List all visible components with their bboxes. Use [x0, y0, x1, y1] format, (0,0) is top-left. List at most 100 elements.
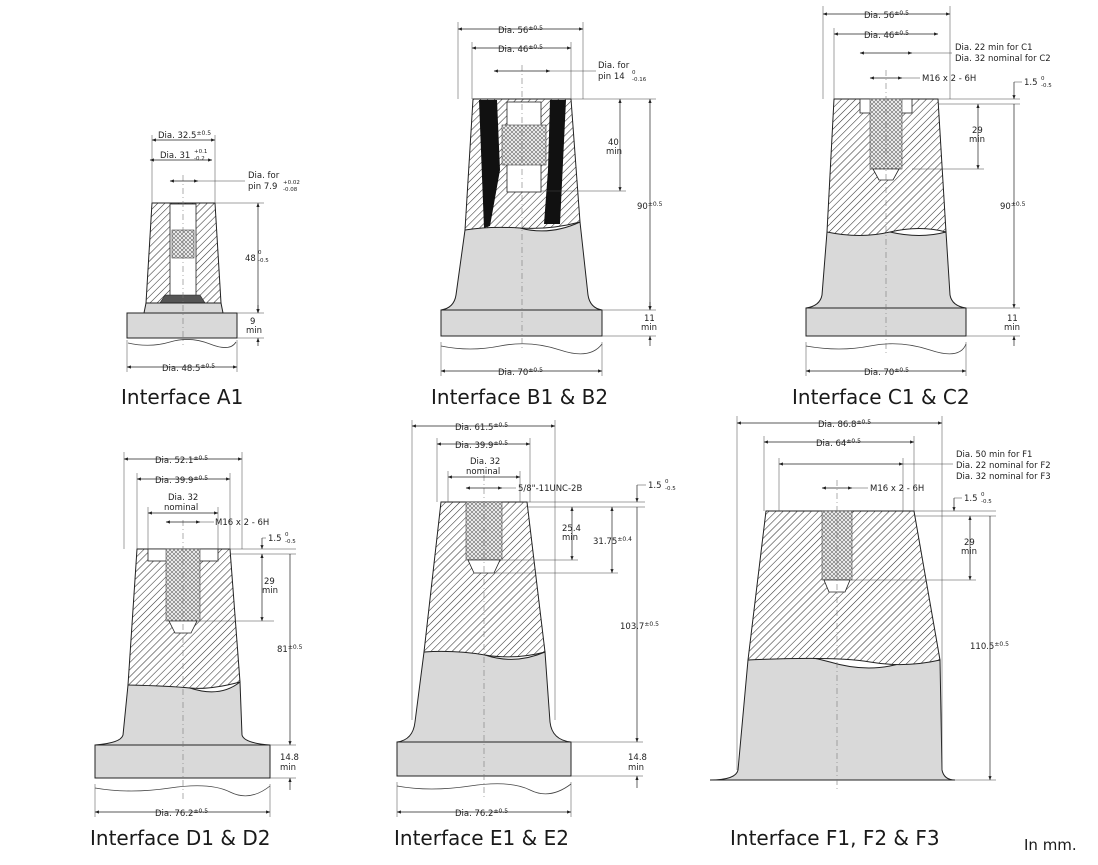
c1-height-tol: ±0.5: [1011, 201, 1026, 208]
e1-thread-spec: 5/8"-11UNC-2B: [518, 484, 582, 494]
b1-body-lower: [440, 221, 603, 311]
b1-pin-label-2: pin 14: [598, 72, 625, 82]
d1-break-line: [94, 785, 271, 797]
interface-c1-title: Interface C1 & C2: [792, 385, 970, 409]
svg-text:Dia. 70±0.5: Dia. 70±0.5: [864, 367, 909, 378]
b1-break-line: [440, 343, 603, 355]
a1-base-dia-tol: ±0.5: [200, 363, 215, 370]
e1-break-line: [396, 783, 572, 795]
e1-nominal-label: nominal: [466, 467, 500, 477]
b1-base-min: min: [641, 323, 657, 333]
f1-dia-outer-tol: ±0.5: [856, 419, 871, 426]
svg-text:Dia. 61.5±0.5: Dia. 61.5±0.5: [455, 422, 508, 433]
f1-note-1: Dia. 50 min for F1: [956, 450, 1032, 460]
e1-chamfer: 1.5: [648, 481, 662, 491]
e1-dia-outer: Dia. 61.5: [455, 423, 493, 433]
e1-height: 103.7: [620, 622, 644, 632]
svg-text:Dia. 64±0.5: Dia. 64±0.5: [816, 438, 861, 449]
b1-depth: 40: [608, 138, 619, 148]
a1-shoulder: [143, 302, 224, 314]
e1-chamfer-tol-up: 0: [665, 479, 669, 485]
d1-depth: 29: [264, 577, 275, 587]
svg-text:Dia. 70±0.5: Dia. 70±0.5: [498, 367, 543, 378]
b1-black-insert-left: [479, 100, 500, 228]
c1-dia-outer: Dia. 56: [864, 11, 894, 21]
f1-height-tol: ±0.5: [994, 641, 1009, 648]
b1-depth-min: min: [606, 147, 622, 157]
f1-dia-inner-tol: ±0.5: [846, 438, 861, 445]
b1-pin-tol-up: 0: [632, 70, 636, 76]
interface-a1-title: Interface A1: [121, 385, 244, 409]
svg-text:Dia. 39.9±0.5: Dia. 39.9±0.5: [455, 440, 508, 451]
a1-dia-outer-tol: ±0.5: [196, 130, 211, 137]
f1-height: 110.5: [970, 642, 994, 652]
d1-chamfer: 1.5: [268, 534, 282, 544]
interface-c1: Dia. 56 ±0.5 Dia. 46±0.5 Dia. 22 min for …: [805, 6, 1052, 378]
e1-height-tol: ±0.5: [644, 621, 659, 628]
svg-text:Dia. 46±0.5: Dia. 46±0.5: [864, 30, 909, 41]
c1-thread-spec: M16 x 2 - 6H: [922, 74, 976, 84]
a1-dia-outer: Dia. 32.5: [158, 131, 196, 141]
d1-depth-min: min: [262, 586, 278, 596]
svg-text:Dia. 31: Dia. 31: [160, 151, 190, 161]
interface-b1-title: Interface B1 & B2: [431, 385, 609, 409]
e1-chamfer-tol-dn: -0.5: [665, 486, 676, 492]
a1-pin-label-2: pin 7.9: [248, 182, 277, 192]
e1-dia-inner: Dia. 39.9: [455, 441, 493, 451]
d1-chamfer-tol-up: 0: [285, 532, 289, 538]
svg-text:Dia. 76.2±0.5: Dia. 76.2±0.5: [155, 808, 208, 819]
d1-thread-spec: M16 x 2 - 6H: [215, 518, 269, 528]
a1-base: [126, 312, 238, 339]
svg-text:Dia. 56±0.5: Dia. 56±0.5: [498, 25, 543, 36]
b1-black-insert-right: [544, 100, 566, 224]
b1-pin-label-1: Dia. for: [598, 61, 630, 71]
interface-d1-title: Interface D1 & D2: [90, 826, 271, 850]
f1-thread-spec: M16 x 2 - 6H: [870, 484, 924, 494]
b1-base-dia-tol: ±0.5: [528, 367, 543, 374]
d1-dia-inner-tol: ±0.5: [193, 475, 208, 482]
c1-note-1: Dia. 22 min for C1: [955, 43, 1033, 53]
svg-text:Dia. 52.1±0.5: Dia. 52.1±0.5: [155, 455, 208, 466]
e1-base-dia-tol: ±0.5: [493, 808, 508, 815]
d1-height: 81: [277, 645, 288, 655]
e1-drill-depth: 31.75: [593, 537, 617, 547]
d1-nominal-dia: Dia. 32: [168, 493, 198, 503]
svg-text:Dia. 39.9±0.5: Dia. 39.9±0.5: [155, 475, 208, 486]
f1-chamfer-tol-dn: -0.5: [981, 499, 992, 505]
b1-dia-outer-tol: ±0.5: [528, 25, 543, 32]
a1-dia-inner-tol-dn: -0.2: [194, 156, 205, 162]
a1-base-height: 9: [250, 317, 255, 327]
svg-text:90±0.5: 90±0.5: [1000, 201, 1026, 212]
b1-base-height: 11: [644, 314, 655, 324]
a1-base-dia: Dia. 48.5: [162, 364, 200, 374]
c1-dia-inner-tol: ±0.5: [894, 30, 909, 37]
interface-a1: Dia. 32.5±0.5 Dia. 31 +0.1 -0.2 Dia. for…: [126, 130, 300, 374]
c1-chamfer-tol-dn: -0.5: [1041, 83, 1052, 89]
f1-body-lower: [709, 655, 956, 781]
b1-height-tol: ±0.5: [648, 201, 663, 208]
b1-pin-tol-dn: -0.16: [632, 77, 647, 83]
svg-text:Dia. 32.5±0.5: Dia. 32.5±0.5: [158, 130, 211, 141]
d1-dia-inner: Dia. 39.9: [155, 476, 193, 486]
d1-base-dia: Dia. 76.2: [155, 809, 193, 819]
svg-text:Dia. 76.2±0.5: Dia. 76.2±0.5: [455, 808, 508, 819]
c1-height: 90: [1000, 202, 1011, 212]
a1-dia-inner-tol-up: +0.1: [194, 149, 207, 155]
e1-depth: 25.4: [562, 524, 581, 534]
a1-base-min: min: [246, 326, 262, 336]
a1-pin-label-1: Dia. for: [248, 171, 280, 181]
d1-base: [94, 744, 271, 779]
a1-core: [159, 294, 206, 304]
a1-height: 48: [245, 254, 256, 264]
b1-pin-thread: [501, 124, 547, 166]
svg-text:Dia. 86.8±0.5: Dia. 86.8±0.5: [818, 419, 871, 430]
b1-dia-inner: Dia. 46: [498, 45, 528, 55]
e1-body-hatched: [423, 501, 546, 658]
f1-chamfer: 1.5: [964, 494, 978, 504]
interface-e1: Dia. 61.5±0.5 Dia. 39.9±0.5 Dia. 32 nomi…: [396, 420, 676, 819]
svg-text:31.75±0.4: 31.75±0.4: [593, 536, 632, 547]
d1-height-tol: ±0.5: [288, 644, 303, 651]
d1-nominal-label: nominal: [164, 503, 198, 513]
